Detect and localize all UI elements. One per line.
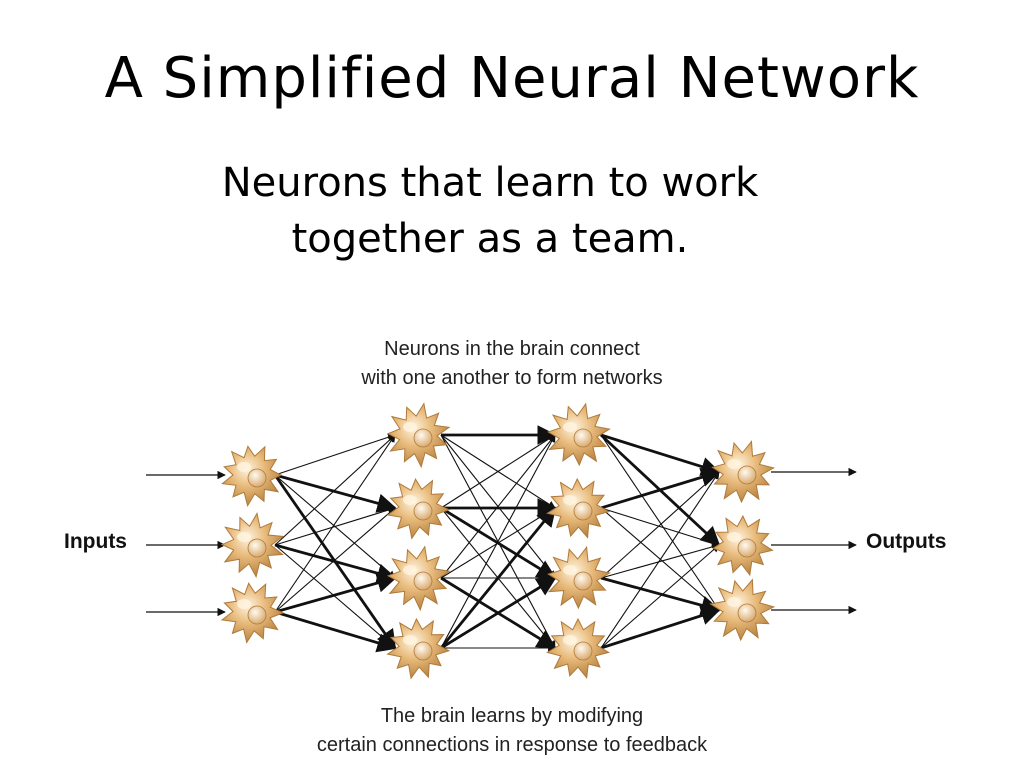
neuron-highlight [727, 597, 741, 607]
slide-subtitle: Neurons that learn to work together as a… [120, 155, 860, 267]
neuron-highlight [403, 565, 417, 575]
connection-arrow [274, 434, 396, 613]
neuron-nucleus [413, 501, 433, 521]
connection-arrow [600, 471, 720, 579]
neuron-cell-icon [711, 440, 776, 504]
neuron-nucleus [413, 428, 433, 448]
connection-arrow [440, 507, 556, 579]
connection-arrow [274, 433, 396, 476]
neuron-nucleus [573, 571, 593, 591]
neuron-cell-icon [712, 514, 774, 577]
connection-arrow [600, 544, 720, 649]
connection-arrow [600, 433, 721, 477]
neuron-highlight [403, 495, 417, 505]
diagram-caption-top: Neurons in the brain connect with one an… [212, 335, 812, 393]
connection-arrow [274, 507, 396, 613]
subtitle-line-2: together as a team. [291, 216, 689, 262]
connection-arrow [600, 434, 720, 611]
neuron-highlight [237, 599, 251, 609]
neuron-nucleus [737, 465, 757, 485]
connection-arrow [600, 507, 720, 611]
connection-arrow [274, 473, 397, 513]
neuron-cell-icon [709, 578, 776, 642]
neuron-cell-icon [547, 402, 611, 467]
diagram-caption-bottom: The brain learns by modifying certain co… [212, 702, 812, 760]
neuron-cell-icon [220, 512, 285, 579]
neuron-nucleus [573, 641, 593, 661]
neuron-highlight [727, 532, 741, 542]
neuron-highlight [237, 462, 251, 472]
connections-group [273, 425, 721, 653]
neuron-nucleus [737, 538, 757, 558]
connection-arrow [274, 610, 397, 653]
connection-arrow [274, 544, 396, 649]
connection-arrow [600, 606, 721, 650]
inputs-label: Inputs [64, 530, 127, 553]
connection-arrow [274, 543, 397, 583]
neuron-nucleus [247, 538, 267, 558]
neuron-cell-icon [546, 477, 611, 539]
neuron-nucleus [737, 603, 757, 623]
neuron-nucleus [247, 605, 267, 625]
neuron-cell-icon [386, 617, 451, 680]
neurons-group [220, 402, 776, 680]
neuron-nucleus [573, 428, 593, 448]
caption-top-line-1: Neurons in the brain connect [384, 338, 640, 360]
connection-arrow [600, 507, 720, 547]
subtitle-line-1: Neurons that learn to work [221, 160, 759, 206]
connection-arrow [440, 434, 556, 649]
connection-arrow [274, 573, 397, 614]
connection-arrow [274, 434, 396, 546]
slide-title: A Simplified Neural Network [104, 46, 920, 111]
connection-arrow [600, 467, 721, 510]
connection-arrow [440, 434, 556, 579]
caption-top-line-2: with one another to form networks [361, 367, 663, 389]
neuron-cell-icon [547, 545, 611, 610]
neuron-highlight [237, 532, 251, 542]
neuron-highlight [403, 635, 417, 645]
connection-arrow [600, 471, 720, 649]
neuron-cell-icon [386, 402, 451, 469]
caption-bottom-line-1: The brain learns by modifying [380, 705, 644, 727]
outputs-label: Outputs [866, 530, 947, 553]
neuron-highlight [563, 565, 577, 575]
connection-arrow [439, 506, 557, 649]
connection-arrow [274, 506, 396, 546]
connection-arrow [600, 576, 721, 615]
io-arrows-group [146, 467, 857, 617]
neuron-cell-icon [546, 617, 610, 680]
neuron-highlight [563, 635, 577, 645]
neuron-nucleus [573, 501, 593, 521]
neuron-cell-icon [220, 582, 285, 644]
neuron-cell-icon [386, 545, 451, 612]
caption-bottom-line-2: certain connections in response to feedb… [316, 734, 708, 756]
neuron-highlight [563, 495, 577, 505]
neuron-cell-icon [386, 477, 451, 540]
neuron-cell-icon [221, 445, 283, 507]
neuron-nucleus [413, 641, 433, 661]
neuron-nucleus [413, 571, 433, 591]
neuron-highlight [727, 459, 741, 469]
neuron-nucleus [247, 468, 267, 488]
connection-arrow [440, 434, 556, 509]
connection-arrow [600, 543, 720, 579]
connection-arrow [440, 576, 557, 650]
neuron-highlight [403, 422, 417, 432]
neuron-highlight [563, 422, 577, 432]
